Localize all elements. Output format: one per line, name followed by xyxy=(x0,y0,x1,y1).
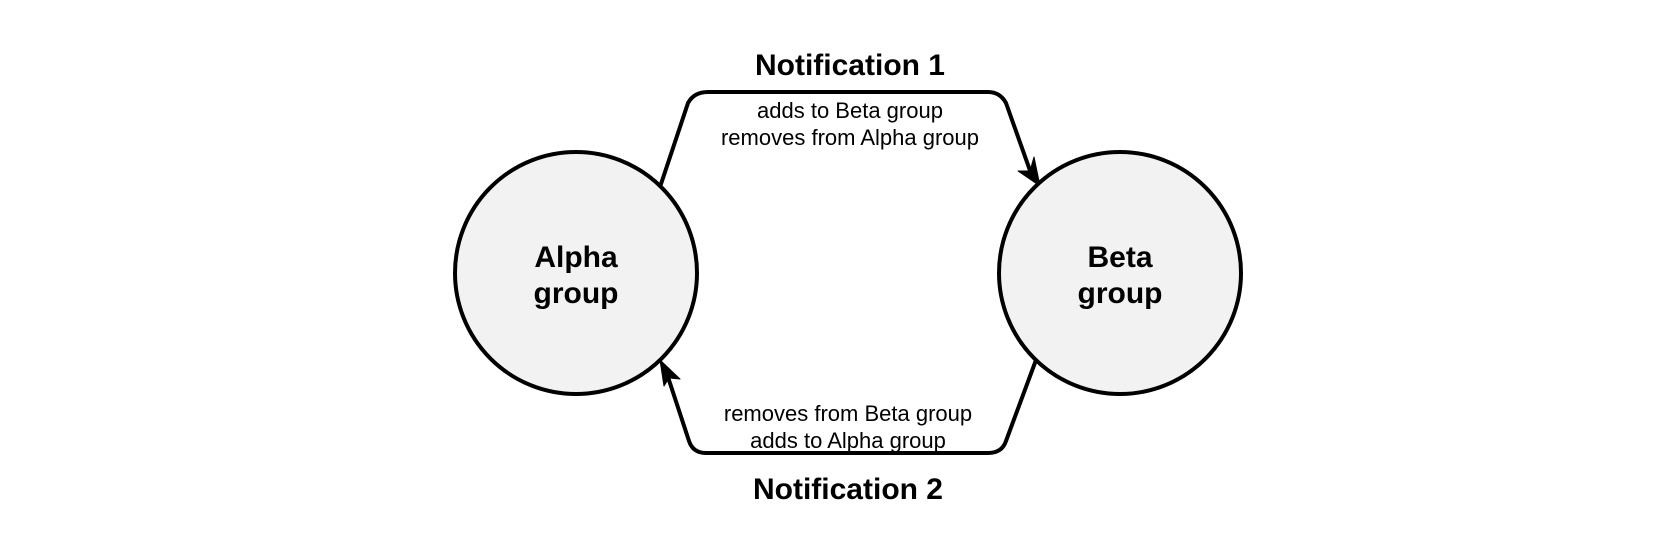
node-alpha-label-line1: Alpha xyxy=(534,241,618,274)
edge-notification-1-title: Notification 1 xyxy=(755,49,945,82)
edge-notification-2-path xyxy=(664,359,1038,455)
node-beta-group: Beta group xyxy=(997,150,1243,396)
node-alpha-circle xyxy=(453,150,699,396)
edge-notification-2-title: Notification 2 xyxy=(753,473,943,506)
node-beta-label-line1: Beta xyxy=(1087,241,1152,274)
node-beta-label-line2: group xyxy=(1078,277,1163,310)
edge-notification-1-line2: removes from Alpha group xyxy=(721,125,979,150)
edge-notification-2-arrowhead xyxy=(659,359,681,387)
edge-notification-2-line2: adds to Alpha group xyxy=(750,428,946,453)
edge-notification-1-line1: adds to Beta group xyxy=(757,98,943,123)
node-alpha-label-line2: group xyxy=(534,277,619,310)
edge-notification-2-line1: removes from Beta group xyxy=(724,401,972,426)
edge-notification-1 xyxy=(658,90,1041,188)
edge-notification-1-arrowhead xyxy=(1017,156,1041,187)
node-beta-circle xyxy=(997,150,1243,396)
edge-notification-1-path xyxy=(658,90,1035,188)
edge-notification-2 xyxy=(659,359,1038,455)
node-alpha-group: Alpha group xyxy=(453,150,699,396)
